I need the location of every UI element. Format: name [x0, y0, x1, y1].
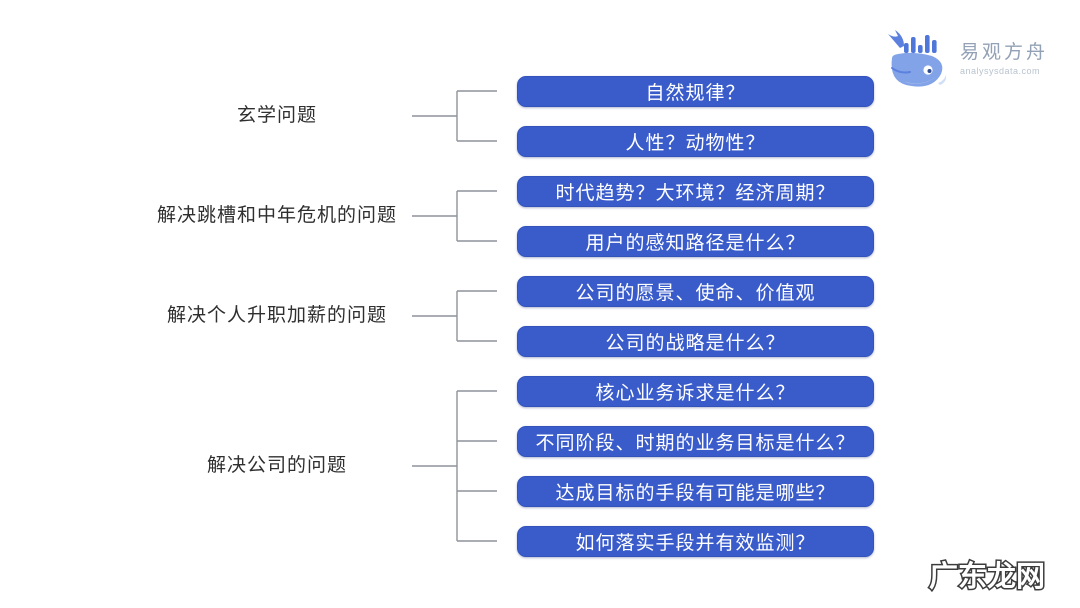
- question-node: 人性？动物性？: [517, 125, 874, 157]
- question-node: 自然规律？: [517, 75, 874, 107]
- whale-with-barchart-icon: [887, 30, 947, 87]
- group-label: 解决跳槽和中年危机的问题: [156, 205, 397, 226]
- brand-name: 易观方舟: [959, 42, 1048, 64]
- group-label: 解决公司的问题: [206, 455, 347, 476]
- watermark: 广东龙网: [927, 558, 1046, 595]
- question-node: 核心业务诉求是什么？: [517, 375, 874, 407]
- question-node: 不同阶段、时期的业务目标是什么？: [517, 425, 874, 457]
- group-label: 玄学问题: [236, 105, 317, 126]
- question-node: 如何落实手段并有效监测？: [517, 525, 874, 557]
- group-label: 解决个人升职加薪的问题: [166, 305, 387, 326]
- question-node: 用户的感知路径是什么？: [517, 225, 874, 257]
- question-node: 达成目标的手段有可能是哪些？: [517, 475, 874, 507]
- question-node: 公司的战略是什么？: [517, 325, 874, 357]
- question-node: 时代趋势？大环境？经济周期？: [517, 175, 874, 207]
- brand-logo: 易观方舟 analysysdata.com: [880, 28, 1048, 92]
- watermark-text: 广东龙网: [929, 559, 1045, 593]
- question-node: 公司的愿景、使命、价值观: [517, 275, 874, 307]
- brand-domain: analysysdata.com: [959, 66, 1041, 76]
